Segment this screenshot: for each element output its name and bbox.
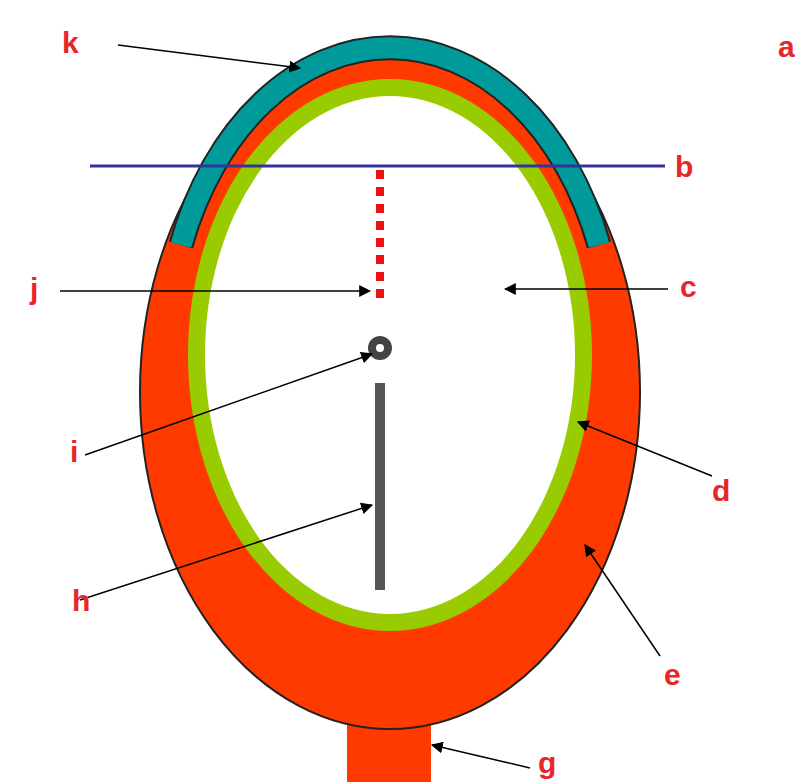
leader-line [505, 288, 668, 290]
nucleus [368, 336, 392, 360]
part-label: b [675, 152, 693, 182]
part-label: i [70, 437, 78, 467]
nucleus-centre [376, 344, 384, 352]
leader-line [80, 505, 372, 600]
part-label: a [778, 32, 795, 62]
inner-cavity [205, 96, 575, 614]
part-label: g [538, 748, 556, 778]
part-label: c [680, 272, 697, 302]
part-label: k [62, 28, 79, 58]
leader-line [118, 45, 300, 68]
part-label: d [712, 476, 730, 506]
green-layer [188, 79, 592, 631]
leader-line [578, 422, 712, 476]
dashed-line [376, 170, 384, 300]
part-label: h [72, 586, 90, 616]
grey-bar [375, 383, 385, 590]
leader-line [85, 354, 372, 455]
part-label: e [664, 660, 681, 690]
part-label: j [30, 274, 38, 304]
leader-line [585, 545, 660, 656]
leader-line [432, 745, 530, 768]
leader-line [60, 290, 370, 292]
section-line [90, 165, 665, 168]
